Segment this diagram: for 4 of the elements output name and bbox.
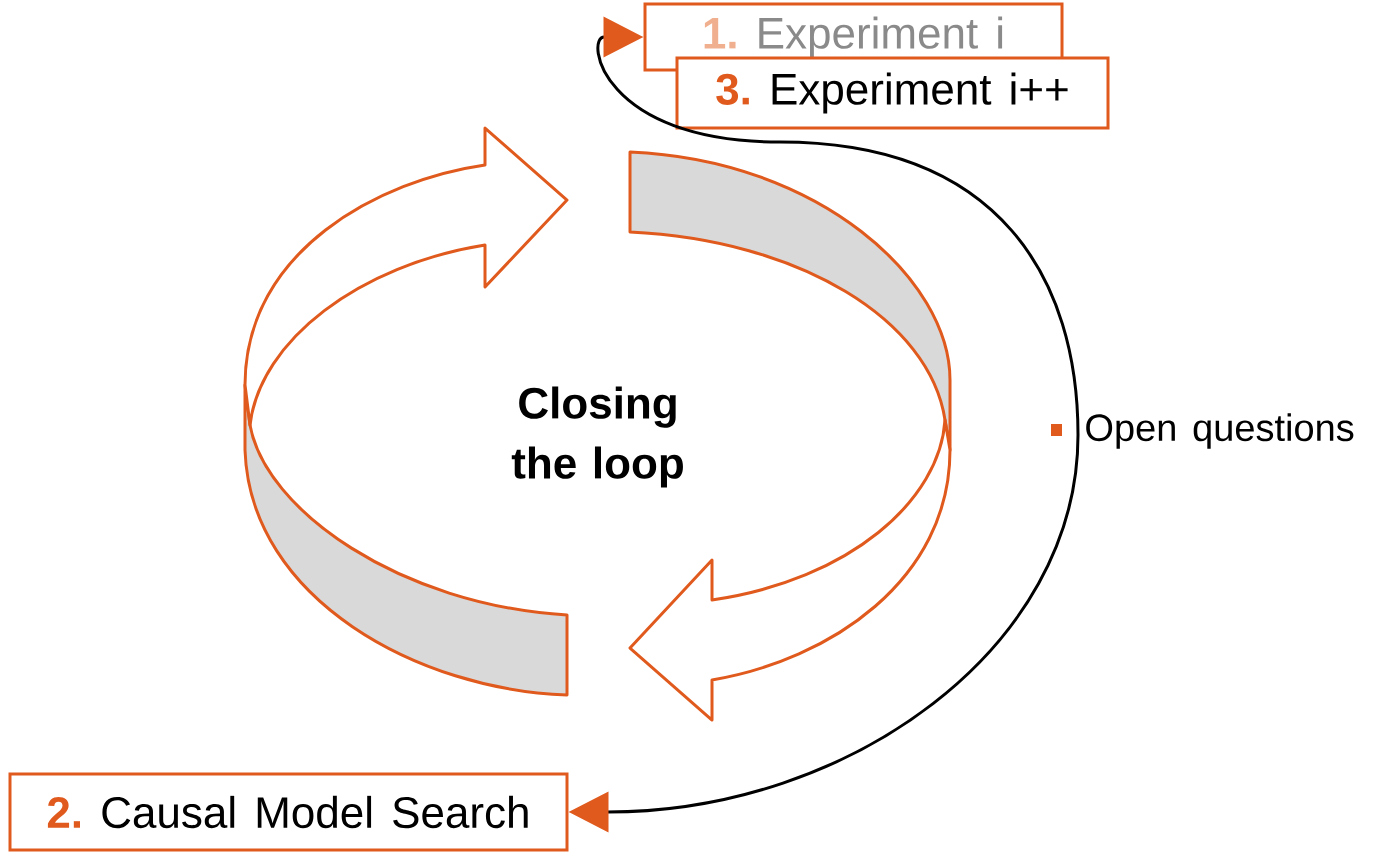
- bullet-item: Open questions: [1051, 413, 1354, 449]
- step-box: 2. Causal Model Search: [8, 772, 569, 852]
- step-box: 3. Experiment i++: [675, 56, 1110, 130]
- center-title: Closing the loop: [511, 386, 683, 488]
